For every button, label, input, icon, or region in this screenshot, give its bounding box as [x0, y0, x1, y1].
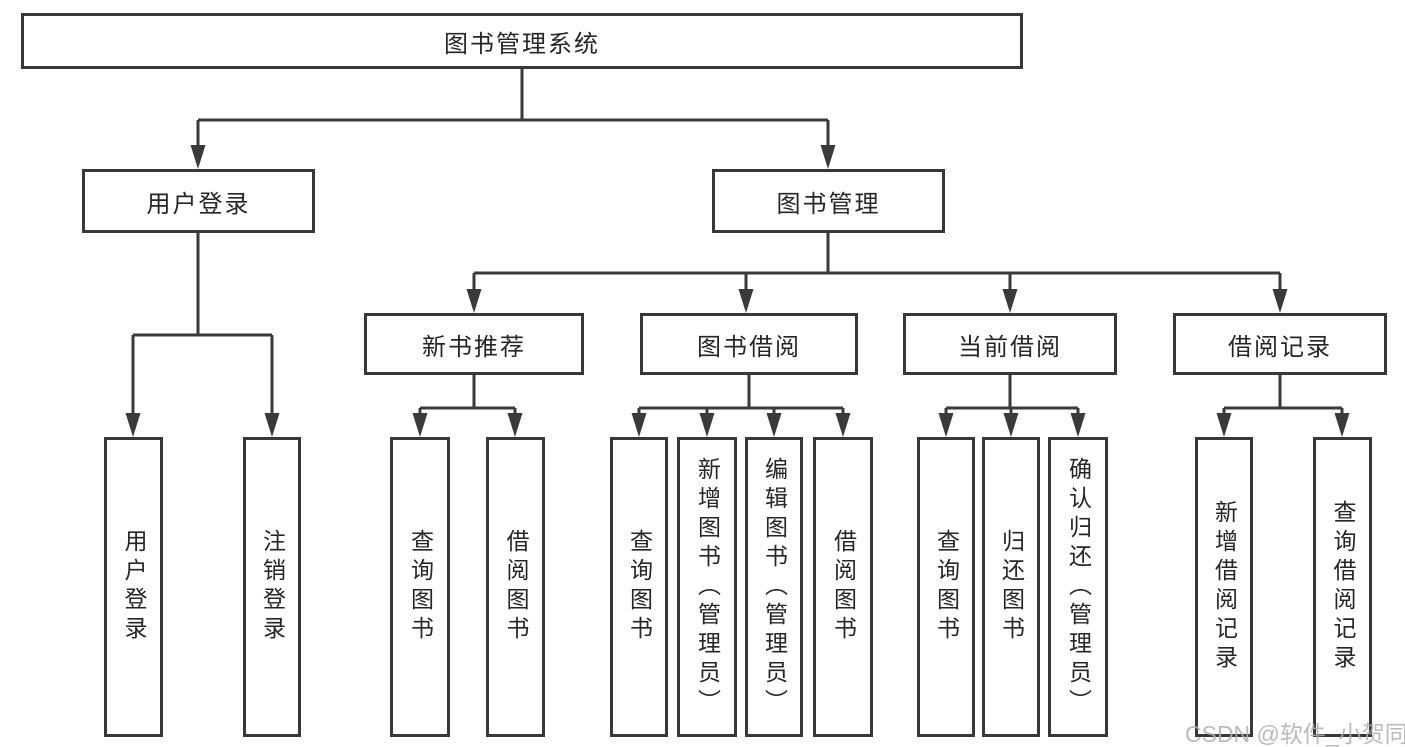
leaf-logout: 注销登录	[243, 437, 301, 737]
connector-book-mgmt-to-level3	[466, 233, 1288, 313]
leaf-borrow-book: 借阅图书	[813, 437, 873, 737]
connector-new-book-children	[412, 375, 523, 437]
leaf-query-borrow-record: 查询借阅记录	[1313, 437, 1372, 737]
node-new-book-recommend: 新书推荐	[364, 313, 584, 375]
leaf-return-book: 归还图书	[982, 437, 1040, 737]
csdn-watermark: CSDN @软件_小贺同学	[1185, 721, 1405, 747]
connector-user-login-children	[125, 233, 280, 437]
leaf-user-login: 用户登录	[104, 437, 163, 737]
leaf-query-book-borrow: 查询图书	[610, 437, 668, 737]
node-library-management-system: 图书管理系统	[21, 13, 1023, 69]
leaf-add-borrow-record: 新增借阅记录	[1195, 437, 1253, 737]
node-current-borrow: 当前借阅	[903, 313, 1117, 375]
leaf-add-book-admin: 新增图书（管理员）	[677, 437, 737, 737]
node-book-management: 图书管理	[712, 169, 945, 233]
connector-book-borrow-children	[631, 375, 851, 437]
node-user-login: 用户登录	[82, 169, 315, 233]
node-book-borrow: 图书借阅	[640, 313, 858, 375]
node-borrow-records: 借阅记录	[1173, 313, 1387, 375]
leaf-edit-book-admin: 编辑图书（管理员）	[745, 437, 803, 737]
leaf-borrow-book-recommend: 借阅图书	[486, 437, 545, 737]
connector-current-borrow-children	[938, 375, 1086, 437]
connector-root-to-level2	[190, 69, 836, 169]
leaf-query-book-current: 查询图书	[917, 437, 975, 737]
leaf-query-book-recommend: 查询图书	[390, 437, 450, 737]
connector-borrow-records-children	[1216, 375, 1350, 437]
leaf-confirm-return-admin: 确认归还（管理员）	[1048, 437, 1108, 737]
